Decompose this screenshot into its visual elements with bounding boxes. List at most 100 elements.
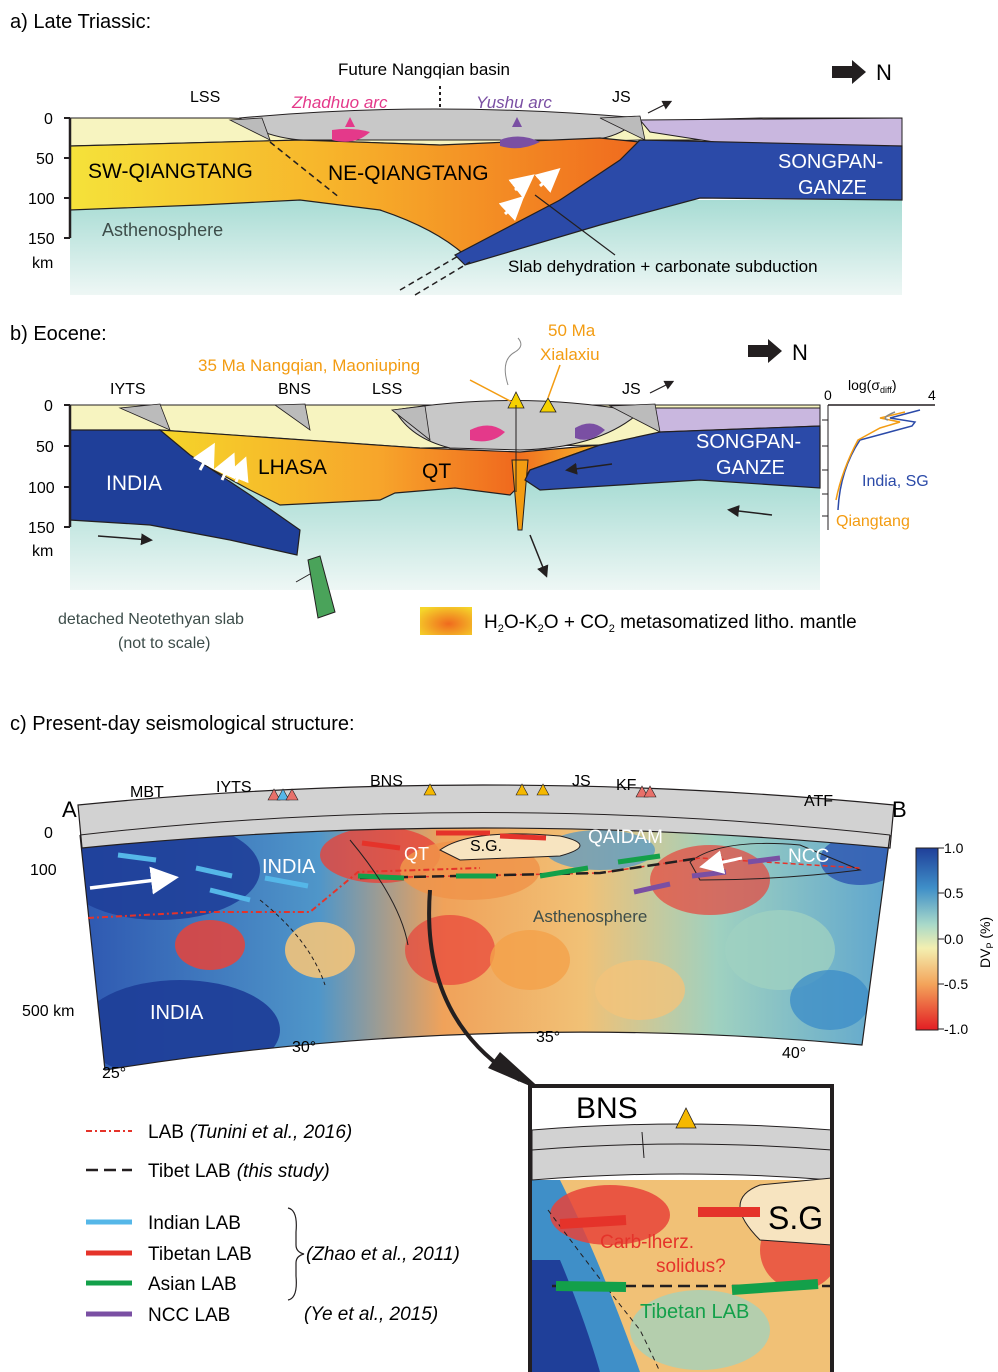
lss-fault-dashed (269, 141, 341, 199)
volcano-markers-c (267, 783, 657, 801)
depth-tick-b-0: 0 (44, 398, 53, 415)
qt-label-b: QT (422, 460, 451, 483)
zhadhuo-pluton (332, 128, 370, 142)
lss-fold-fan (228, 117, 271, 141)
colorbar (915, 847, 939, 1031)
dehydration-arrow-2 (508, 174, 535, 199)
zoom-crust-line (532, 1143, 832, 1151)
sg-label-c: S.G. (470, 838, 502, 855)
legend-ye-ref: (Ye et al., 2015) (304, 1304, 438, 1325)
songpan-label-1: SONGPAN- (778, 151, 883, 173)
songpan-label-b-2: GANZE (716, 457, 785, 479)
panel-b-north-label: N (792, 340, 808, 365)
asthenosphere-label-a: Asthenosphere (102, 220, 223, 240)
xialaxiu-name-label: Xialaxiu (540, 345, 600, 364)
js-fold-fan-b (608, 403, 661, 433)
depth-tick-a-150: 150 (28, 231, 55, 248)
zoom-arrow-head-icon (488, 1052, 544, 1092)
slab-note-leader (534, 194, 616, 256)
js-motion-arrow (647, 100, 673, 114)
yushu-volcano-icon (512, 117, 522, 127)
asthenosphere-flow-arrow-left (97, 533, 153, 546)
detached-slab-label-1: detached Neotethyan slab (58, 611, 244, 628)
asian-lab-segment-3 (539, 865, 589, 879)
nangqian-leader (469, 379, 513, 403)
depth-unit-b: km (32, 543, 53, 560)
metasomatized-swatch (420, 607, 472, 635)
india-flow-arrow (89, 866, 179, 895)
india-label-c-bottom: INDIA (150, 1002, 204, 1024)
colorbar-tick-m05: -0.5 (944, 976, 968, 992)
indian-lab-segment-4 (209, 887, 251, 903)
xialaxiu-age-label: 50 Ma (548, 321, 596, 340)
zoom-carb-label-1: Carb-lherz. (600, 1232, 694, 1253)
qaidam-label: QAIDAM (588, 827, 663, 848)
js-motion-arrow-b (649, 380, 675, 394)
ncc-label-c: NCC (788, 846, 829, 867)
tomo-outline (79, 834, 891, 1071)
depth-tick-a-50: 50 (36, 151, 54, 168)
ncc-lab-segment-3 (747, 855, 781, 865)
tibetan-lab-segment-3 (499, 833, 547, 841)
xialaxiu-pluton (575, 423, 605, 440)
inset-india-sg-label: India, SG (862, 473, 929, 490)
colorbar-label: DVP (%) (977, 917, 995, 968)
lss-label-a: LSS (190, 89, 220, 106)
asthenosphere-flow-arrow-right (727, 505, 773, 518)
india-label-c-top: INDIA (262, 856, 316, 878)
zoom-fault-dashed (547, 1209, 661, 1372)
detached-slab-label-2: (not to scale) (118, 635, 210, 652)
legend-indian-label: Indian LAB (148, 1213, 241, 1234)
nangqian-pluton (470, 425, 505, 442)
depth-tick-b-50: 50 (36, 439, 54, 456)
profile-end-label: B (892, 797, 907, 822)
tomo-top-outline (79, 812, 891, 836)
qiangtang-strength-curve (835, 411, 906, 501)
drip-sinking-arrow (529, 534, 549, 578)
ncc-lab-segment-1 (633, 881, 671, 895)
lss-fold-fan-b (390, 405, 431, 441)
inset-tick-min: 0 (824, 387, 832, 403)
tibet-lab-line (359, 856, 701, 880)
lat-tick-40: 40° (782, 1045, 806, 1062)
iyts-label-c: IYTS (216, 779, 252, 796)
bns-fault-line (349, 839, 409, 946)
lat-tick-30: 30° (292, 1039, 316, 1056)
asthenosphere-label-c: Asthenosphere (533, 907, 647, 926)
upper-crust-strength-curve (884, 411, 896, 421)
india-slab-b (69, 429, 301, 556)
kf-label: KF (616, 777, 637, 794)
asian-lab-segment-4 (617, 853, 661, 865)
slab-dehydration-label: Slab dehydration + carbonate subduction (508, 257, 818, 276)
india-sg-strength-curve (837, 409, 921, 511)
detached-slab-leader (295, 573, 311, 583)
colorbar-tick-0: 0.0 (944, 931, 964, 947)
future-basin-label: Future Nangqian basin (338, 60, 510, 79)
dehydration-arrow-1 (498, 195, 525, 222)
zoom-carb-label-2: solidus? (656, 1256, 726, 1277)
lhasa-label: LHASA (258, 456, 327, 479)
js-label-a: JS (612, 89, 631, 106)
eruption-plume (504, 337, 522, 386)
legend-tibet-label: Tibet LAB(this study) (148, 1161, 330, 1182)
north-arrow-b-icon (748, 339, 782, 363)
crust-band-c (77, 784, 895, 849)
yushu-arc-label: Yushu arc (476, 93, 552, 112)
indian-lab-segment-3 (264, 875, 309, 889)
ne-qiangtang-label: NE-QIANGTANG (328, 162, 489, 185)
legend-brace (287, 1207, 305, 1301)
panel-a-title: a) Late Triassic: (10, 11, 151, 33)
songpan-label-b-1: SONGPAN- (696, 431, 801, 453)
bns-label-b: BNS (278, 381, 311, 398)
zoom-deep-blue-region (532, 1260, 600, 1372)
detached-slab (307, 555, 336, 619)
strength-inset: 0 4 log(σdiff) India, SG Qiangtang (822, 377, 936, 530)
tomography-section (80, 812, 890, 1070)
js-fold-fan (599, 115, 646, 141)
dehydration-arrow-3 (534, 168, 561, 193)
india-label-b: INDIA (106, 472, 162, 495)
zoom-sg-label: S.G (768, 1200, 823, 1236)
lat-tick-25: 25° (102, 1065, 126, 1082)
xialaxiu-volcano-icon (539, 397, 557, 413)
